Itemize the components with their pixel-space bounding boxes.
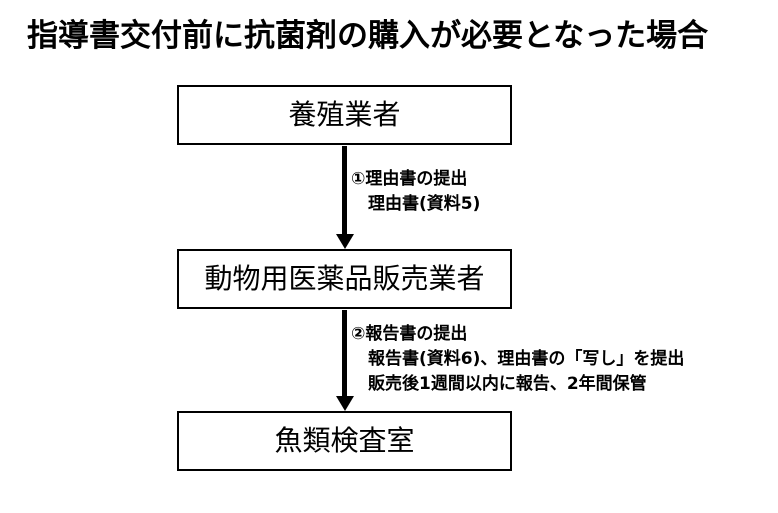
flow-arrow-farmer-to-distributor [336, 146, 354, 249]
flow-arrow-distributor-to-inspection [336, 310, 354, 411]
flow-arrow-label-2: ②報告書の提出 報告書(資料6)、理由書の「写し」を提出 販売後1週間以内に報告… [351, 322, 684, 397]
arrow-head-icon [336, 396, 354, 411]
flow-arrow-label-line: 理由書(資料5) [368, 194, 481, 214]
flow-arrow-label-line: 報告書(資料6)、理由書の「写し」を提出 [368, 349, 685, 369]
flow-arrow-label-line: ②報告書の提出 [351, 324, 468, 344]
flow-arrow-label-line: ①理由書の提出 [351, 169, 468, 189]
flow-arrow-label-line: 販売後1週間以内に報告、2年間保管 [368, 374, 647, 394]
flow-node-farmer: 養殖業者 [177, 85, 512, 145]
arrow-head-icon [336, 234, 354, 249]
flow-arrow-label-1: ①理由書の提出 理由書(資料5) [351, 167, 480, 217]
arrow-shaft [342, 146, 347, 235]
arrow-shaft [342, 310, 347, 397]
flow-node-label: 魚類検査室 [274, 424, 415, 457]
flow-node-inspection-room: 魚類検査室 [177, 411, 512, 471]
flow-node-distributor: 動物用医薬品販売業者 [177, 249, 512, 309]
flow-node-label: 養殖業者 [288, 98, 401, 131]
flow-node-label: 動物用医薬品販売業者 [204, 262, 485, 295]
page-title: 指導書交付前に抗菌剤の購入が必要となった場合 [27, 18, 709, 54]
